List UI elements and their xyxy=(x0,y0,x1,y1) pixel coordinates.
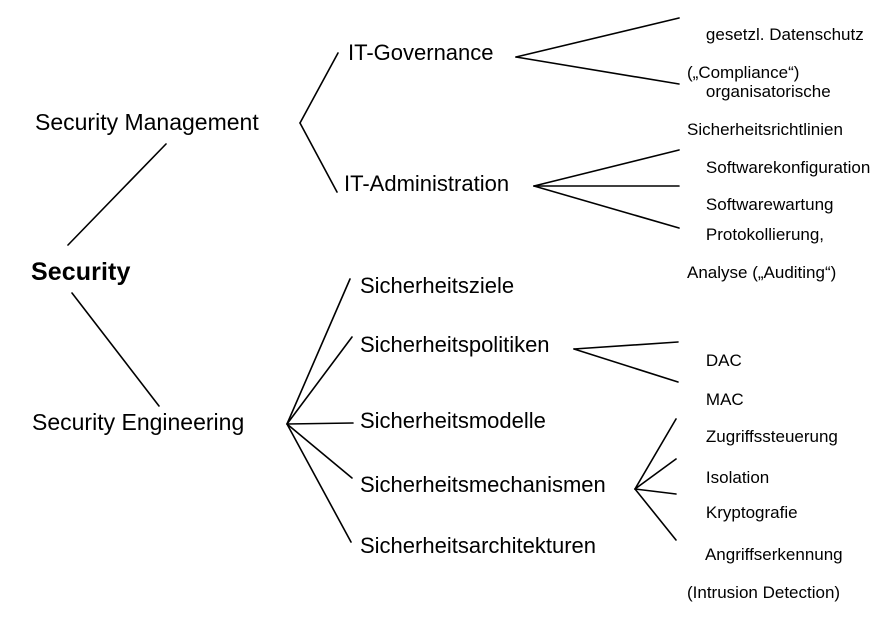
leaf-line-1: DAC xyxy=(705,351,742,371)
leaf-kryptografie: Kryptografie xyxy=(687,484,798,541)
leaf-line-1: Kryptografie xyxy=(705,503,798,523)
edge-it-administration-to-leaf-1 xyxy=(533,149,680,187)
leaf-line-2: (Intrusion Detection) xyxy=(687,583,841,603)
leaf-organisatorische-sicherheitsrichtlinien: organisatorische Sicherheitsrichtlinien xyxy=(687,63,843,177)
edge-security-engineering-to-sicherheitsziele xyxy=(286,278,351,425)
edge-security-engineering-to-sicherheitsmodelle xyxy=(286,422,354,425)
node-sicherheitspolitiken: Sicherheitspolitiken xyxy=(360,332,550,357)
edge-it-governance-to-leaf-1 xyxy=(515,17,680,58)
edge-security-to-security-management xyxy=(67,143,167,246)
leaf-line-1: Softwarewartung xyxy=(705,195,834,215)
edge-it-governance-to-leaf-2 xyxy=(515,56,680,85)
leaf-line-1: Softwarekonfiguration xyxy=(705,158,871,178)
node-it-governance: IT-Governance xyxy=(348,40,494,65)
edge-sicherheitspolitiken-to-dac xyxy=(573,341,679,350)
leaf-line-1: Angriffserkennung xyxy=(704,545,843,565)
leaf-line-1: Protokollierung, xyxy=(705,225,825,245)
leaf-line-2: Analyse („Auditing“) xyxy=(687,263,837,283)
leaf-line-1: organisatorische xyxy=(705,82,831,102)
edge-sicherheitsmechanismen-to-leaf-2 xyxy=(634,458,677,490)
edge-it-administration-to-leaf-3 xyxy=(533,185,680,229)
connector-lines xyxy=(67,17,680,543)
edge-security-to-security-engineering xyxy=(71,292,160,407)
node-sicherheitsmechanismen: Sicherheitsmechanismen xyxy=(360,472,606,497)
leaf-gesetzl-datenschutz: gesetzl. Datenschutz („Compliance“) xyxy=(687,6,864,120)
edge-security-management-to-it-governance xyxy=(299,52,339,124)
leaf-zugriffssteuerung: Zugriffssteuerung xyxy=(687,408,838,465)
node-it-administration: IT-Administration xyxy=(344,171,510,196)
leaf-dac: DAC xyxy=(687,332,742,389)
edge-security-engineering-to-sicherheitspolitiken xyxy=(286,336,353,425)
node-security-engineering: Security Engineering xyxy=(32,409,245,435)
leaf-angriffserkennung: Angriffserkennung (Intrusion Detection) xyxy=(687,526,843,640)
node-security-root: Security xyxy=(31,258,131,286)
edge-security-engineering-to-sicherheitsmechanismen xyxy=(286,423,353,479)
leaf-mac: MAC xyxy=(687,371,744,428)
leaf-isolation: Isolation xyxy=(687,449,769,506)
edge-sicherheitspolitiken-to-mac xyxy=(573,348,679,383)
node-sicherheitsmodelle: Sicherheitsmodelle xyxy=(360,408,546,433)
leaf-line-2: Sicherheitsrichtlinien xyxy=(687,120,843,140)
edge-sicherheitsmechanismen-to-leaf-1 xyxy=(634,418,677,490)
security-taxonomy-diagram: Security Security Management Security En… xyxy=(31,6,871,603)
leaf-softwarekonfiguration: Softwarekonfiguration xyxy=(687,139,870,196)
leaf-line-2: („Compliance“) xyxy=(687,63,800,83)
leaf-line-1: MAC xyxy=(705,390,744,410)
node-security-management: Security Management xyxy=(35,109,259,135)
leaf-protokollierung-analyse: Protokollierung, Analyse („Auditing“) xyxy=(687,206,836,320)
node-sicherheitsziele: Sicherheitsziele xyxy=(360,273,515,298)
edge-security-management-to-it-administration xyxy=(299,122,338,193)
leaf-softwarewartung: Softwarewartung xyxy=(687,176,834,233)
leaf-line-1: gesetzl. Datenschutz xyxy=(705,25,864,45)
leaf-line-1: Isolation xyxy=(705,468,770,488)
leaf-line-1: Zugriffssteuerung xyxy=(705,427,838,447)
edge-sicherheitsmechanismen-to-leaf-3 xyxy=(634,488,677,495)
node-sicherheitsarchitekturen: Sicherheitsarchitekturen xyxy=(360,533,597,558)
edge-security-engineering-to-sicherheitsarchitekturen xyxy=(286,423,352,543)
edge-sicherheitsmechanismen-to-leaf-4 xyxy=(634,488,677,541)
